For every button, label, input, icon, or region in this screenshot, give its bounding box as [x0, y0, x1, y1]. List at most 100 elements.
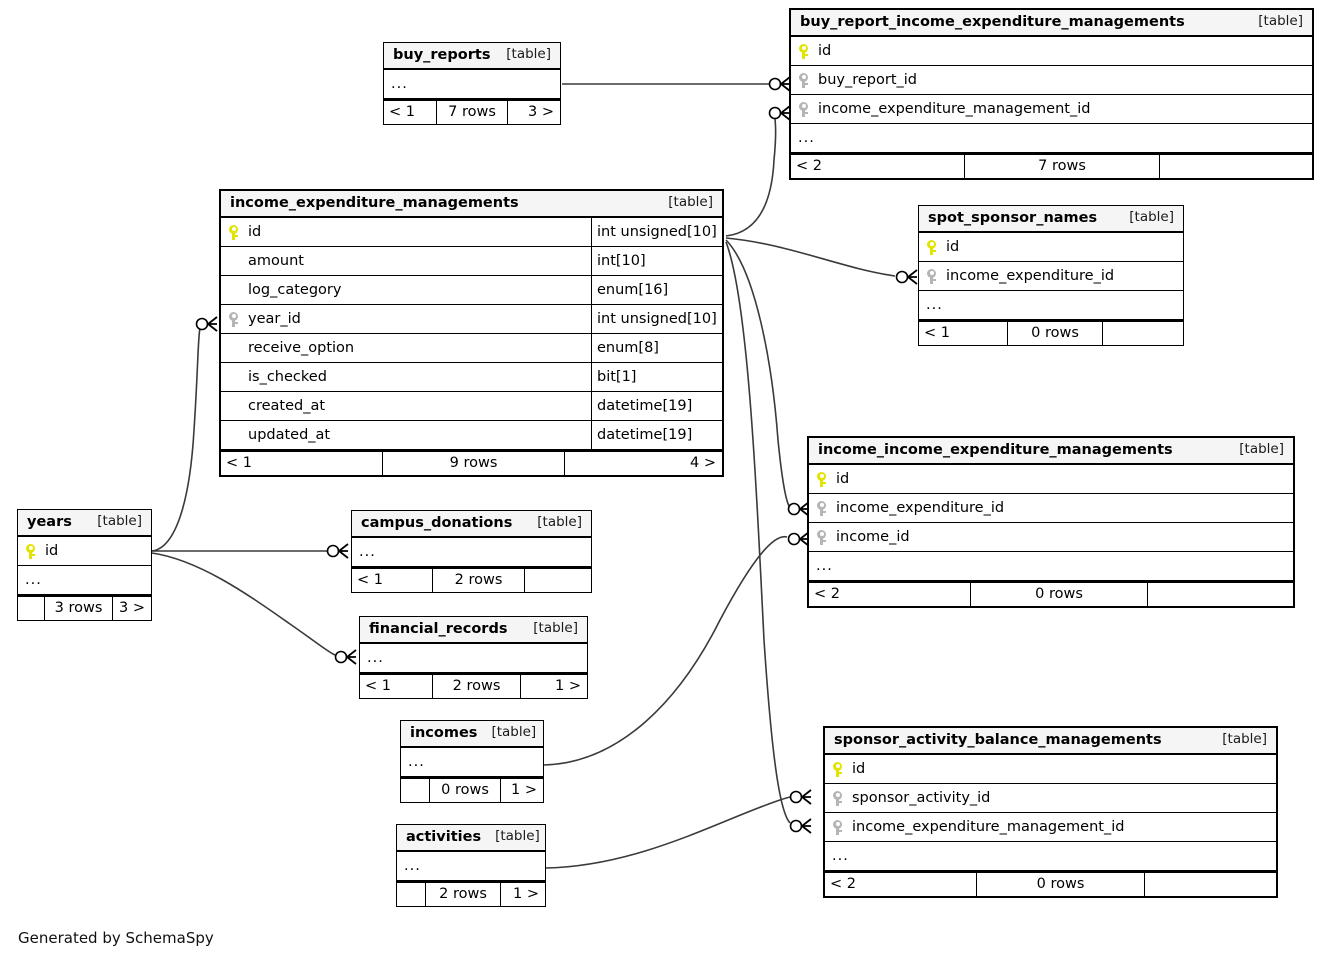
table-campus-donations[interactable]: campus_donations [table] ... < 1 2 rows — [351, 510, 592, 593]
table-tag: [table] — [97, 513, 142, 530]
table-tag: [table] — [506, 46, 551, 63]
table-row: ... — [384, 70, 560, 99]
table-incomes[interactable]: incomes [table] ... 0 rows 1 > — [400, 720, 544, 803]
edge-years-to-financial-records — [151, 552, 357, 665]
column-cell: income_expenditure_id — [919, 268, 1183, 284]
table-row: ... — [809, 552, 1293, 581]
table-name: buy_report_income_expenditure_management… — [800, 13, 1185, 30]
generated-by-credit: Generated by SchemaSpy — [18, 929, 214, 947]
column-cell: income_expenditure_management_id — [791, 101, 1312, 117]
table-row: id int unsigned[10] — [221, 218, 722, 247]
column-label: updated_at — [248, 427, 331, 443]
column-cell: id — [791, 43, 1312, 59]
columns-ellipsis: ... — [367, 649, 384, 666]
footer-children[interactable] — [1148, 583, 1293, 606]
table-row: id — [791, 37, 1312, 66]
footer-parents[interactable] — [401, 779, 429, 802]
footer-parents[interactable]: < 2 — [796, 158, 822, 175]
footer-children[interactable] — [1145, 873, 1276, 896]
footer-children[interactable]: 1 > — [513, 886, 539, 903]
primary-key-icon — [228, 224, 239, 240]
table-name: activities — [406, 828, 482, 845]
table-name: buy_reports — [393, 46, 491, 63]
footer-rowcount: 2 rows — [425, 883, 501, 906]
column-cell: id — [825, 761, 1276, 777]
table-header: campus_donations [table] — [352, 511, 591, 538]
column-label: log_category — [248, 282, 342, 298]
table-sponsor-activity-balance-managements[interactable]: sponsor_activity_balance_managements [ta… — [823, 726, 1278, 898]
table-footer: < 2 0 rows — [825, 871, 1276, 896]
table-years[interactable]: years [table] id ... 3 rows 3 > — [17, 509, 152, 621]
footer-parents[interactable]: < 1 — [365, 678, 391, 695]
foreign-key-icon — [228, 311, 239, 327]
table-header: buy_report_income_expenditure_management… — [791, 10, 1312, 37]
table-row: ... — [352, 538, 591, 567]
footer-children[interactable]: 3 > — [528, 104, 554, 121]
footer-children[interactable]: 3 > — [119, 600, 145, 617]
columns-ellipsis: ... — [816, 557, 833, 574]
footer-parents[interactable] — [397, 883, 425, 906]
table-row: ... — [401, 748, 543, 777]
column-label: income_expenditure_management_id — [818, 101, 1091, 117]
table-row: is_checked bit[1] — [221, 363, 722, 392]
table-row: ... — [18, 566, 151, 595]
footer-parents[interactable]: < 1 — [226, 455, 252, 472]
table-row: income_expenditure_id — [809, 494, 1293, 523]
table-financial-records[interactable]: financial_records [table] ... < 1 2 rows… — [359, 616, 588, 699]
table-row: ... — [791, 124, 1312, 153]
edge-buy-reports-to-brm — [562, 76, 791, 92]
table-income-income-expenditure-managements[interactable]: income_income_expenditure_managements [t… — [807, 436, 1295, 608]
table-tag: [table] — [1129, 209, 1174, 226]
column-label: income_expenditure_id — [946, 268, 1115, 284]
table-tag: [table] — [537, 514, 582, 531]
footer-children[interactable] — [1160, 155, 1312, 178]
table-tag: [table] — [1239, 441, 1284, 458]
table-row: id — [809, 465, 1293, 494]
table-footer: < 1 0 rows — [919, 320, 1183, 345]
table-header: activities [table] — [397, 825, 545, 852]
column-cell: year_id — [221, 311, 591, 327]
table-row: income_expenditure_id — [919, 262, 1183, 291]
table-buy-reports[interactable]: buy_reports [table] ... < 1 7 rows 3 > — [383, 42, 561, 125]
table-buy-report-income-expenditure-managements[interactable]: buy_report_income_expenditure_management… — [789, 8, 1314, 180]
footer-children[interactable]: 4 > — [690, 455, 716, 472]
column-cell: id — [221, 224, 591, 240]
table-name: income_income_expenditure_managements — [818, 441, 1173, 458]
table-income-expenditure-managements[interactable]: income_expenditure_managements [table] i… — [219, 189, 724, 477]
footer-parents[interactable]: < 2 — [814, 586, 840, 603]
footer-children[interactable]: 1 > — [511, 782, 537, 799]
table-tag: [table] — [491, 724, 537, 741]
footer-children[interactable] — [525, 569, 591, 592]
column-type: enum[16] — [591, 276, 722, 304]
edge-activities-to-sabm — [545, 789, 812, 869]
foreign-key-icon — [832, 819, 843, 835]
footer-rowcount: 9 rows — [382, 452, 565, 475]
edge-iem-to-iiem — [725, 239, 810, 517]
footer-children[interactable]: 1 > — [555, 678, 581, 695]
edge-iem-to-brm — [725, 105, 791, 237]
table-name: sponsor_activity_balance_managements — [834, 731, 1162, 748]
edge-iem-to-spot-sponsor — [725, 237, 918, 285]
table-row: ... — [397, 852, 545, 881]
table-spot-sponsor-names[interactable]: spot_sponsor_names [table] id income_exp… — [918, 205, 1184, 346]
footer-parents[interactable]: < 2 — [830, 876, 856, 893]
column-cell: receive_option — [221, 341, 591, 356]
footer-rowcount: 7 rows — [436, 101, 508, 124]
footer-rowcount: 0 rows — [1007, 322, 1103, 345]
columns-ellipsis: ... — [391, 75, 408, 92]
table-header: incomes [table] — [401, 721, 543, 748]
table-header: buy_reports [table] — [384, 43, 560, 70]
column-label: id — [45, 543, 59, 559]
footer-parents[interactable] — [18, 597, 44, 620]
footer-parents[interactable]: < 1 — [389, 104, 415, 121]
table-row: id — [18, 537, 151, 566]
footer-rowcount: 3 rows — [44, 597, 113, 620]
footer-children[interactable] — [1103, 322, 1183, 345]
footer-parents[interactable]: < 1 — [924, 325, 950, 342]
table-row: income_id — [809, 523, 1293, 552]
foreign-key-icon — [832, 790, 843, 806]
footer-parents[interactable]: < 1 — [357, 572, 383, 589]
table-activities[interactable]: activities [table] ... 2 rows 1 > — [396, 824, 546, 907]
column-type: datetime[19] — [591, 392, 722, 420]
